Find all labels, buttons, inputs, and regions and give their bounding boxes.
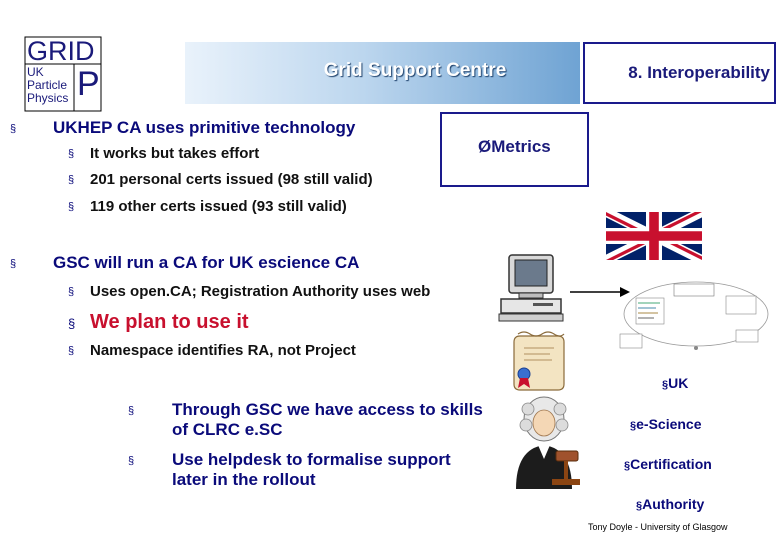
bullet-helpdesk: Use helpdesk to formalise support later … xyxy=(172,450,451,489)
sub-bullet-openca: Uses open.CA; Registration Authority use… xyxy=(90,283,431,300)
union-jack-flag xyxy=(603,207,705,269)
bullet-ukhep-ca: UKHEP CA uses primitive technology xyxy=(53,118,356,137)
sub-bullet-marker: § xyxy=(68,345,75,357)
computer-icon xyxy=(497,253,565,328)
gridpp-logo: GRID UK Particle Physics P xyxy=(24,36,102,112)
sub-bullet-marker: § xyxy=(68,148,75,160)
sub-bullet-marker: § xyxy=(68,286,75,298)
arrow-right-icon xyxy=(570,285,630,304)
list-item-uk: §UK xyxy=(662,375,689,391)
bullet-gsc-access: Through GSC we have access to skills of … xyxy=(172,400,483,439)
title-banner xyxy=(185,42,580,104)
page-title: Grid Support Centre xyxy=(323,60,507,81)
metrics-box xyxy=(440,112,589,187)
judge-gavel-icon xyxy=(498,393,584,496)
sub-bullet-personal-certs: 201 personal certs issued (98 still vali… xyxy=(90,171,373,188)
sub-bullet-other-certs: 119 other certs issued (93 still valid) xyxy=(90,198,347,215)
sub-bullet-namespace: Namespace identifies RA, not Project xyxy=(90,342,356,359)
sub-bullet-effort: It works but takes effort xyxy=(90,145,260,162)
list-item-certification: §Certification xyxy=(624,456,712,472)
footer-credit: Tony Doyle - University of Glasgow xyxy=(588,522,728,532)
logo-grid-text: GRID xyxy=(27,36,95,66)
ca-workflow-diagram-icon xyxy=(616,276,776,361)
sub-bullet-marker: § xyxy=(68,316,76,331)
section-title-box: 8. Interoperability xyxy=(583,42,776,104)
sub-bullet-marker: § xyxy=(68,201,75,213)
certificate-scroll-icon xyxy=(510,330,568,397)
list-item-e-science: §e-Science xyxy=(630,416,702,432)
section-title: 8. Interoperability xyxy=(628,63,770,82)
bullet-marker: § xyxy=(128,455,135,467)
bullet-marker: § xyxy=(128,405,135,417)
sub-bullet-marker: § xyxy=(68,174,75,186)
sub-bullet-plan: We plan to use it xyxy=(90,311,249,333)
logo-uk-text: UK xyxy=(27,65,44,79)
bullet-marker: § xyxy=(10,258,17,270)
logo-physics-text: Physics xyxy=(27,91,69,105)
list-item-authority: §Authority xyxy=(636,496,705,512)
logo-particle-text: Particle xyxy=(27,78,68,92)
logo-p-letter: P xyxy=(77,65,100,103)
bullet-marker: § xyxy=(10,123,17,135)
bullet-gsc-ca: GSC will run a CA for UK escience CA xyxy=(53,253,360,272)
metrics-label: ØMetrics xyxy=(478,137,551,156)
